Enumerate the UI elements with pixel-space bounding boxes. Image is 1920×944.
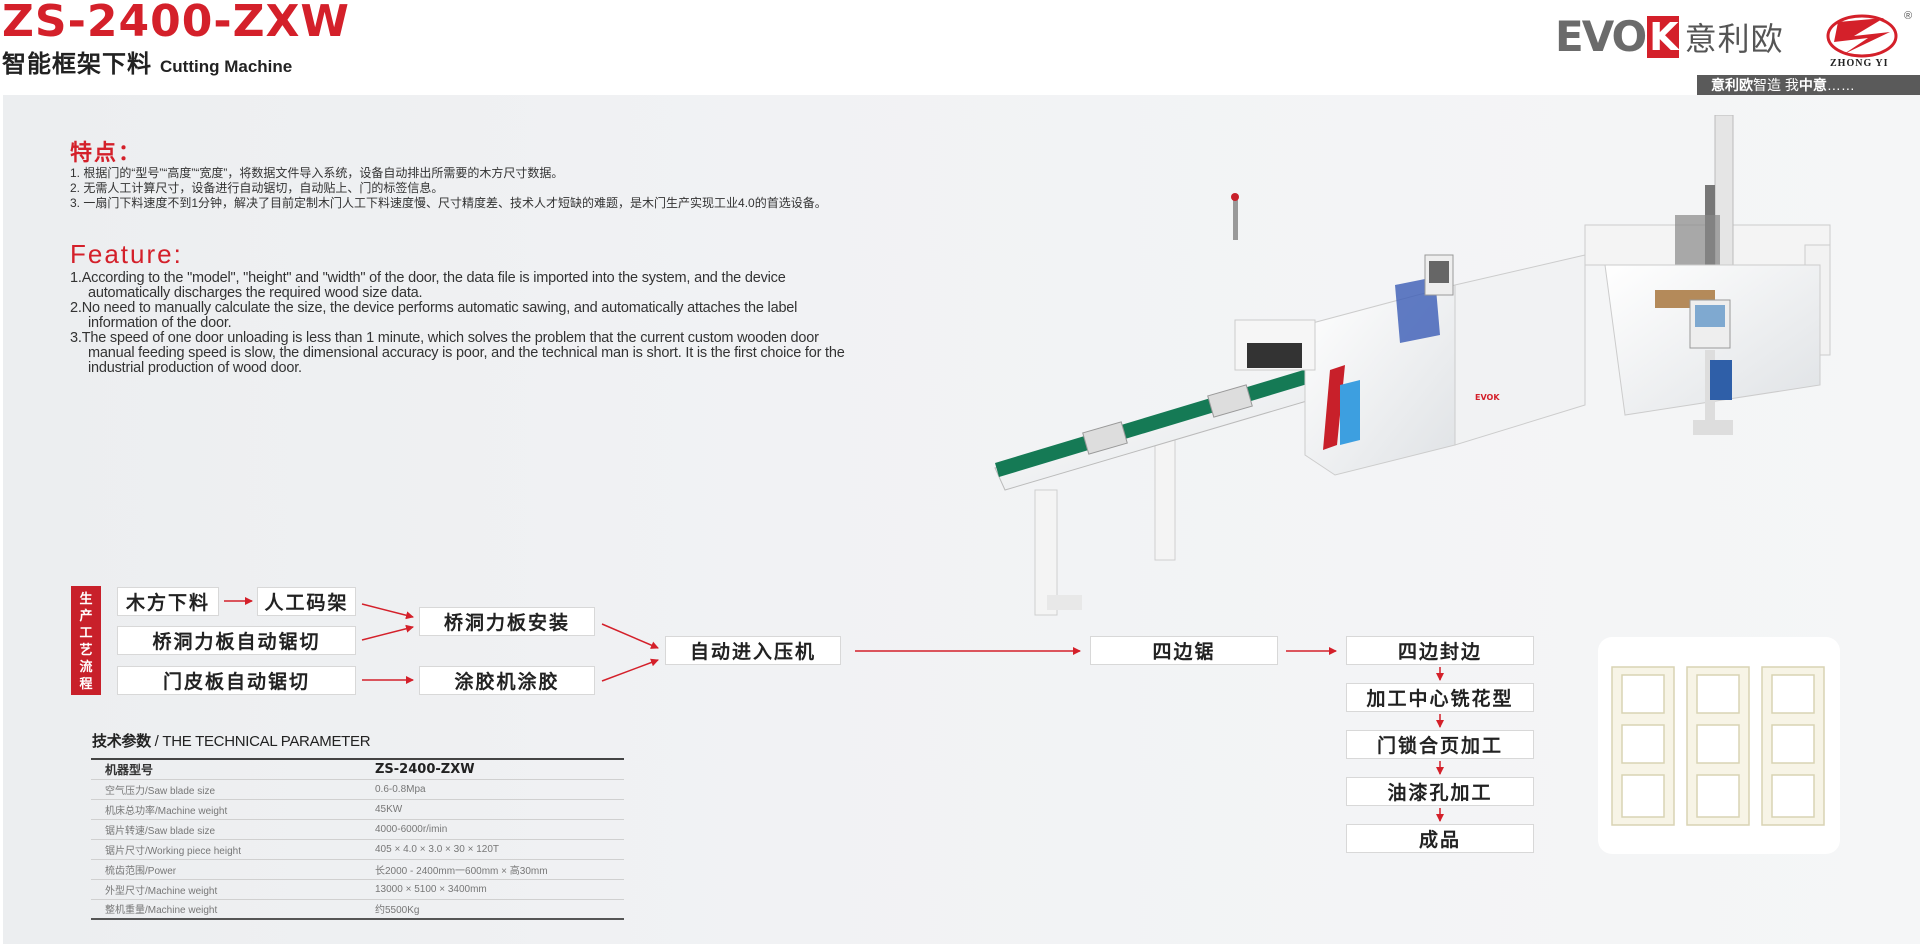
param-label: 整机重量/Machine weight <box>91 899 375 920</box>
features-en-list: 1.According to the "model", "height" and… <box>70 271 850 376</box>
title-en: Cutting Machine <box>160 57 293 76</box>
registered-mark: ® <box>1904 10 1913 22</box>
evok-logo: EVO K 意利欧 <box>1555 12 1784 61</box>
param-label: 机床总功率/Machine weight <box>91 799 375 820</box>
slogan-emph: 中意 <box>1798 77 1827 93</box>
feature-cn-item: 3. 一扇门下料速度不到1分钟，解决了目前定制木门人工下料速度慢、尺寸精度差、技… <box>70 196 827 210</box>
slogan-brand: 意利欧 <box>1711 77 1753 93</box>
door-frames-icon <box>1611 666 1825 826</box>
step-manual-stacking: 人工码架 <box>257 587 356 616</box>
header-label: 机器型号 <box>91 758 375 780</box>
tech-params-table: 机器型号 ZS-2400-ZXW 空气压力/Saw blade size 0.6… <box>91 758 624 920</box>
step-bridge-board-install: 桥洞力板安装 <box>419 607 595 636</box>
table-row: 空气压力/Saw blade size 0.6-0.8Mpa <box>91 779 624 800</box>
evok-cn-name: 意利欧 <box>1684 20 1784 57</box>
table-row: 锯片转速/Saw blade size 4000-6000r/imin <box>91 819 624 840</box>
step-lock-hinge: 门锁合页加工 <box>1346 730 1534 759</box>
table-row: 梳齿范围/Power 长2000 - 2400mm一600mm × 高30mm <box>91 859 624 880</box>
tag-char: 程 <box>79 675 93 691</box>
param-value: 长2000 - 2400mm一600mm × 高30mm <box>375 859 624 880</box>
param-label: 空气压力/Saw blade size <box>91 779 375 800</box>
step-edge-banding: 四边封边 <box>1346 636 1534 665</box>
tech-params-title-cn: 技术参数 <box>92 733 151 750</box>
features-cn-heading: 特点： <box>70 140 143 165</box>
param-label: 梳齿范围/Power <box>91 859 375 880</box>
tag-char: 艺 <box>79 641 93 657</box>
tech-params-title: 技术参数 / THE TECHNICAL PARAMETER <box>92 730 371 751</box>
features-en-heading: Feature: <box>70 239 183 269</box>
step-wood-cutting: 木方下料 <box>117 587 219 616</box>
param-value: 405 × 4.0 × 3.0 × 30 × 120T <box>375 839 624 860</box>
model-title: ZS-2400-ZXW <box>2 0 350 47</box>
step-four-side-saw: 四边锯 <box>1090 636 1278 665</box>
param-value: 4000-6000r/imin <box>375 819 624 840</box>
param-label: 锯片尺寸/Working piece height <box>91 839 375 860</box>
features-cn-list: 1. 根据门的“型号”“高度”“宽度”，将数据文件导入系统，设备自动排出所需要的… <box>70 166 840 211</box>
table-row: 外型尺寸/Machine weight 13000 × 5100 × 3400m… <box>91 879 624 900</box>
evok-letters: EVO <box>1555 12 1647 61</box>
slogan-tail: …… <box>1826 77 1855 93</box>
table-row: 机床总功率/Machine weight 45KW <box>91 799 624 820</box>
step-finished: 成品 <box>1346 824 1534 853</box>
step-bridge-board-sawing: 桥洞力板自动锯切 <box>117 626 356 655</box>
table-header-row: 机器型号 ZS-2400-ZXW <box>91 758 624 780</box>
tag-char: 生 <box>79 590 93 606</box>
param-label: 外型尺寸/Machine weight <box>91 879 375 900</box>
header-value: ZS-2400-ZXW <box>375 758 624 780</box>
title-cn: 智能框架下料 <box>2 51 152 78</box>
slogan-mid: 智造 我 <box>1753 77 1799 93</box>
evok-k-badge: K <box>1647 14 1679 59</box>
param-value: 13000 × 5100 × 3400mm <box>375 879 624 900</box>
param-value: 约5500Kg <box>375 899 624 920</box>
step-glue-coating: 涂胶机涂胶 <box>419 666 595 695</box>
param-value: 0.6-0.8Mpa <box>375 779 624 800</box>
process-flow-tag: 生 产 工 艺 流 程 <box>71 586 101 695</box>
tech-params-title-en: / THE TECHNICAL PARAMETER <box>150 733 371 750</box>
zhongyi-text: ZHONG YI <box>1830 58 1889 69</box>
tag-char: 流 <box>79 658 93 674</box>
zhongyi-logo-icon <box>1826 14 1898 58</box>
feature-cn-item: 1. 根据门的“型号”“高度”“宽度”，将数据文件导入系统，设备自动排出所需要的… <box>70 166 564 180</box>
feature-en-item: 1.According to the "model", "height" and… <box>70 270 786 301</box>
tag-char: 产 <box>79 607 93 623</box>
param-label: 锯片转速/Saw blade size <box>91 819 375 840</box>
feature-cn-item: 2. 无需人工计算尺寸，设备进行自动锯切，自动贴上、门的标签信息。 <box>70 181 444 195</box>
subtitle: 智能框架下料 Cutting Machine <box>2 44 292 79</box>
step-cnc-milling: 加工中心铣花型 <box>1346 683 1534 712</box>
tag-char: 工 <box>79 624 93 640</box>
finished-doors-card <box>1598 637 1840 854</box>
step-auto-press: 自动进入压机 <box>665 636 841 665</box>
evok-wordmark: EVO K <box>1555 12 1679 61</box>
table-row: 锯片尺寸/Working piece height 405 × 4.0 × 3.… <box>91 839 624 860</box>
svg-text:EVOK: EVOK <box>1475 393 1500 402</box>
step-door-skin-sawing: 门皮板自动锯切 <box>117 666 356 695</box>
param-value: 45KW <box>375 799 624 820</box>
feature-en-item: 3.The speed of one door unloading is les… <box>70 330 845 376</box>
machine-illustration: EVOK <box>994 115 1831 616</box>
step-paint-hole: 油漆孔加工 <box>1346 777 1534 806</box>
slogan-bar: 意利欧智造 我中意…… <box>1697 75 1920 95</box>
feature-en-item: 2.No need to manually calculate the size… <box>70 300 798 331</box>
table-row: 整机重量/Machine weight 约5500Kg <box>91 899 624 920</box>
